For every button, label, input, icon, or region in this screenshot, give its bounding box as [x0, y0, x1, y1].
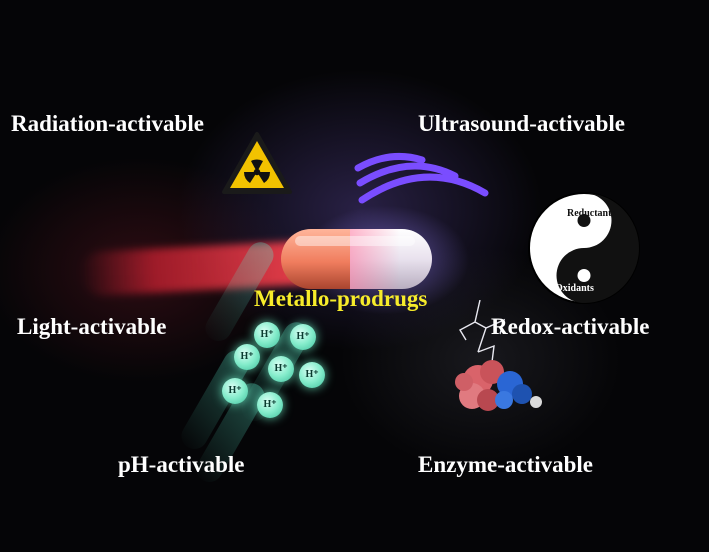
capsule-icon [281, 229, 363, 289]
enzyme-protein-icon [455, 300, 542, 411]
radiation-label: Radiation-activable [11, 111, 204, 136]
capsule-shine [295, 236, 415, 246]
yin-yang-icon [528, 192, 640, 304]
proton-icon: H⁺ [234, 344, 260, 370]
ultrasound-label: Ultrasound-activable [418, 111, 625, 136]
metallo-prodrugs-label: Metallo-prodrugs [254, 286, 428, 311]
oxidants-label: Oxidants [555, 283, 594, 294]
reductants-label: Reductants [567, 208, 616, 219]
proton-icon: H⁺ [299, 362, 325, 388]
light-label: Light-activable [17, 314, 167, 339]
lightning-icon [459, 300, 506, 363]
ph-label: pH-activable [118, 452, 245, 477]
radiation-icon [222, 132, 292, 194]
proton-icon: H⁺ [257, 392, 283, 418]
proton-icon: H⁺ [268, 356, 294, 382]
enzyme-label: Enzyme-activable [418, 452, 594, 477]
capsule-tint [350, 229, 400, 289]
proton-icon: H⁺ [222, 378, 248, 404]
proton-icon: H⁺ [290, 324, 316, 350]
ultrasound-waves-icon [354, 152, 489, 204]
redox-label: Redox-activable [491, 314, 650, 339]
proton-icon: H⁺ [254, 322, 280, 348]
